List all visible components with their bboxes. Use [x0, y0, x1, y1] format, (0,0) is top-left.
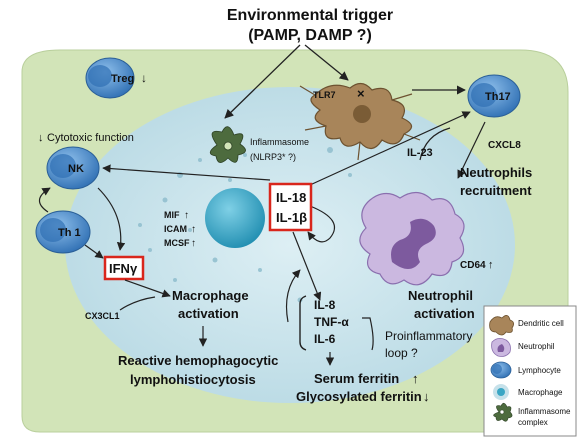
- legend-label-0: Dendritic cell: [518, 319, 564, 328]
- proinflammatory-line1: Proinflammatory: [385, 329, 472, 343]
- th17-label: Th17: [485, 91, 511, 103]
- il1b-label: IL-1β: [276, 210, 307, 225]
- tnfa-label: TNF-α: [314, 315, 349, 329]
- macrophage-activation-line1: Macrophage: [172, 288, 249, 303]
- arrow-nk-ifng: [97, 187, 126, 251]
- legend-label-3: Macrophage: [518, 388, 563, 397]
- macrophage-cytoplasm: [65, 87, 515, 403]
- ifng-label: IFNγ: [109, 261, 138, 276]
- proinflammatory-line2: loop ?: [385, 346, 418, 360]
- neutrophil-cell: [359, 191, 465, 286]
- il18-label: IL-18: [276, 190, 306, 205]
- autocrine-loop-arrow: [307, 205, 335, 243]
- macrophage-icon: [493, 384, 509, 400]
- legend-label-4: Inflammasome: [518, 407, 571, 416]
- arrow-il18-cytokines: [292, 231, 322, 301]
- cxcl8-label: CXCL8: [488, 140, 521, 151]
- mcsf-up-arrow: ↑: [191, 238, 196, 249]
- title-line1: Environmental trigger: [227, 7, 393, 24]
- neutrophil-activation-line2: activation: [414, 306, 475, 321]
- cx3cl1-connector: [119, 296, 156, 311]
- inflammasome-icon: [209, 126, 246, 163]
- neutrophil-activation-line1: Neutrophil: [408, 288, 473, 303]
- proinflammatory-loop-arrow: [285, 269, 301, 323]
- arrow-il18-th17: [309, 111, 471, 186]
- treg-cell: [85, 57, 135, 99]
- legend-label-1: Neutrophil: [518, 342, 555, 351]
- cytotoxic-down-arrow: ↓: [38, 132, 44, 144]
- icam-up-arrow: ↑: [191, 224, 196, 235]
- glycosylated-ferritin-label: Glycosylated ferritin: [296, 389, 422, 404]
- ifng-box: [103, 255, 145, 281]
- lymphocyte-icon: [490, 361, 512, 379]
- title-line2: (PAMP, DAMP ?): [248, 27, 372, 44]
- tlr7-label: TLR7: [313, 90, 336, 100]
- icam-label: ICAM: [164, 224, 187, 234]
- inflammasome-label: Inflammasome: [250, 137, 309, 147]
- mcsf-label: MCSF: [164, 238, 190, 248]
- arrow-il18-nk: [102, 164, 271, 181]
- cytokine-bracket: [299, 295, 307, 351]
- th17-cell: [467, 74, 521, 118]
- mif-label: MIF: [164, 210, 180, 220]
- il23-bracket: [419, 127, 451, 161]
- serum-ferritin-up-arrow: ↑: [412, 371, 419, 386]
- glycosylated-ferritin-down-arrow: ↓: [423, 389, 430, 404]
- cd64-up-arrow: ↑: [488, 259, 494, 271]
- cx3cl1-label: CX3CL1: [85, 311, 120, 321]
- neutrophils-recruitment-line1: Neutrophils: [460, 165, 532, 180]
- inflammasome-legend-icon: [493, 402, 513, 422]
- legend-label-4-line2: complex: [518, 418, 548, 427]
- tlr7-x-mark: ×: [357, 86, 365, 101]
- arrow-th1-ifng: [84, 244, 104, 259]
- mif-up-arrow: ↑: [184, 210, 189, 221]
- il8-label: IL-8: [314, 298, 336, 312]
- il23-label: IL-23: [407, 147, 433, 159]
- cytotoxic-label: Cytotoxic function: [47, 132, 134, 144]
- nk-label: NK: [68, 163, 84, 175]
- arrow-trigger-inflammasome: [224, 44, 301, 119]
- arrow-th1-nk: [38, 187, 51, 213]
- treg-down-arrow: ↓: [141, 71, 147, 85]
- arrow-ifng-macrophage: [124, 279, 171, 298]
- hlh-line1: Reactive hemophagocytic: [118, 353, 278, 368]
- neutrophil-icon: [491, 338, 511, 357]
- il18-il1b-box: [268, 182, 313, 232]
- arrow-th17-neutrophil: [457, 121, 486, 179]
- macrophage-nucleus: [205, 188, 265, 248]
- treg-label: Treg: [111, 73, 134, 85]
- arrow-trigger-dendritic: [304, 44, 349, 81]
- nk-cell: [46, 146, 100, 190]
- inflammasome-sublabel: (NLRP3* ?): [250, 152, 296, 162]
- serum-ferritin-label: Serum ferritin: [314, 371, 399, 386]
- th1-cell: [35, 210, 91, 254]
- legend-label-2: Lymphocyte: [518, 366, 561, 375]
- proinflammatory-bracket: [362, 317, 374, 351]
- neutrophils-recruitment-line2: recruitment: [460, 183, 532, 198]
- th1-label: Th 1: [58, 227, 81, 239]
- hlh-line2: lymphohistiocytosis: [130, 372, 256, 387]
- il6-label: IL-6: [314, 332, 336, 346]
- macrophage-activation-line2: activation: [178, 306, 239, 321]
- dendritic-cell-icon: [489, 315, 514, 336]
- dendritic-nucleus: [353, 105, 371, 123]
- cd64-label: CD64: [460, 260, 486, 271]
